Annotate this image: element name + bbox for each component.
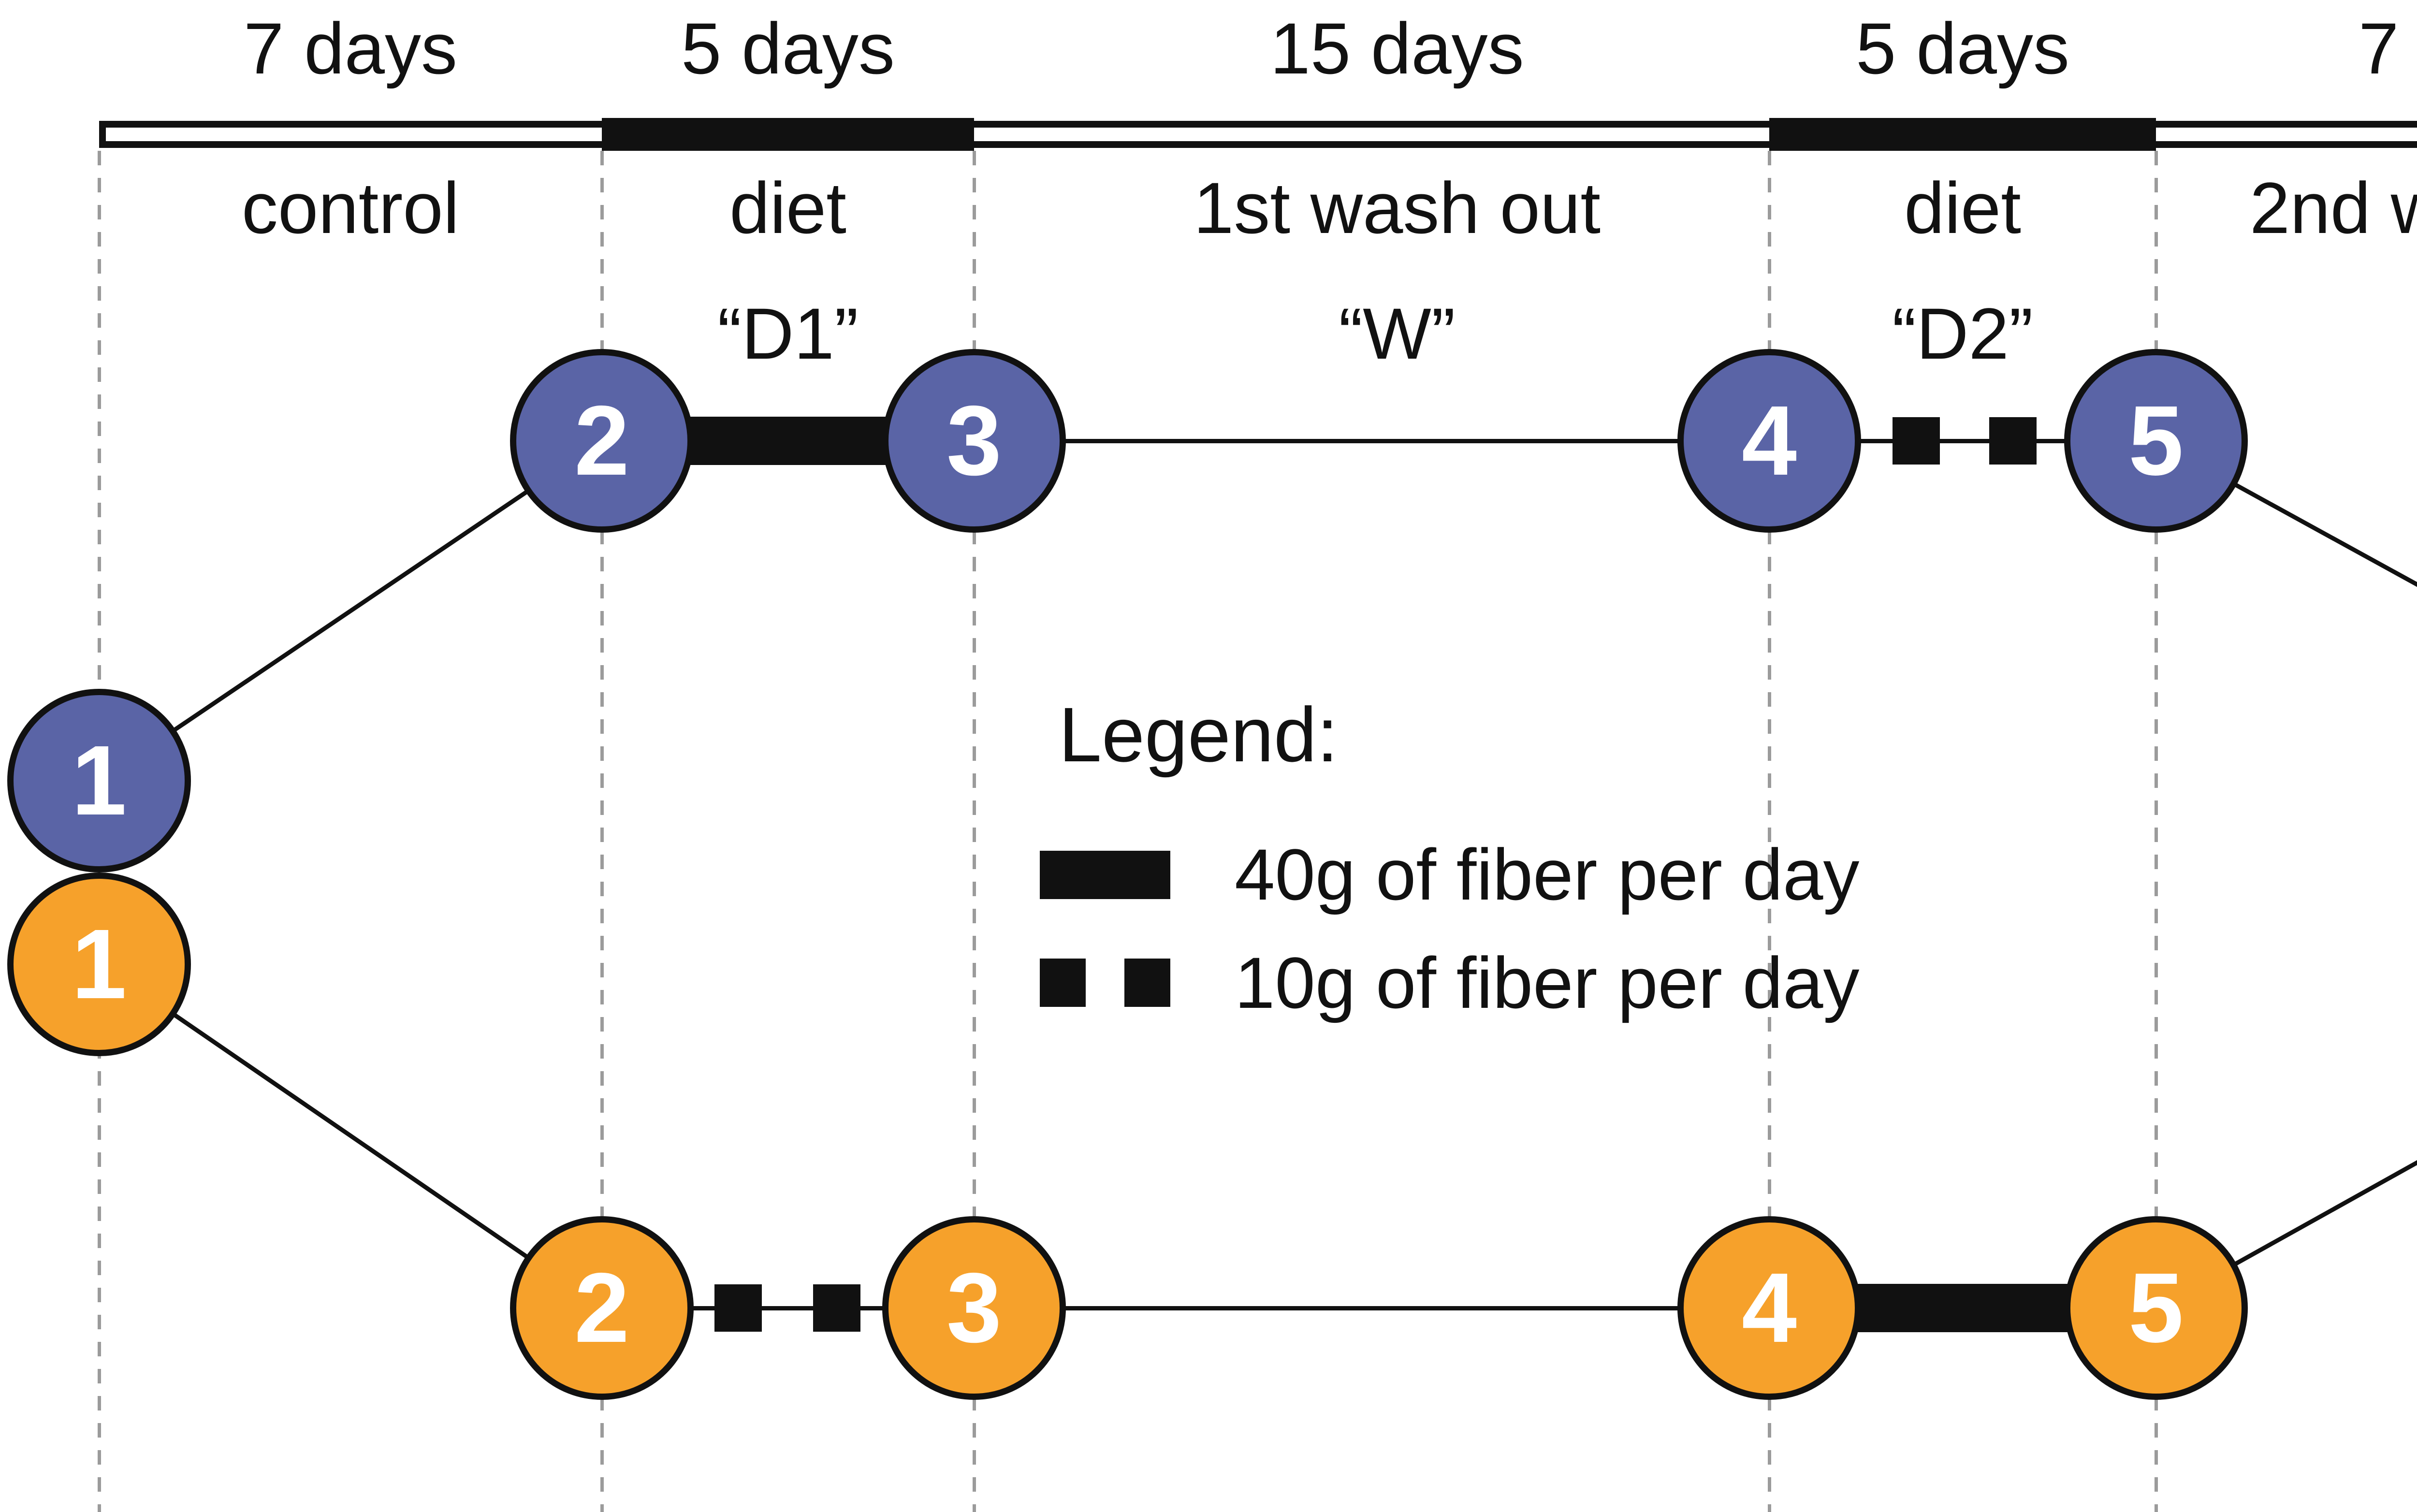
fiber-10g-square (714, 1284, 762, 1332)
node-blue-5: 5 (2064, 349, 2248, 533)
node-orange-4: 4 (1677, 1216, 1861, 1400)
phase-name-label: 2nd wash out (2249, 167, 2417, 248)
phase-boundary-guide (1768, 151, 1771, 1512)
fiber-10g-square (1989, 417, 2037, 465)
phase-code-label: “D2” (1892, 293, 2033, 374)
phase-name-label: 1st wash out (1193, 167, 1601, 248)
phase-boundary-guide (2155, 151, 2158, 1512)
phase-duration-label: 15 days (1270, 8, 1524, 89)
node-orange-2: 2 (510, 1216, 694, 1400)
node-orange-3: 3 (882, 1216, 1066, 1400)
edge-line (602, 1306, 1769, 1310)
node-blue-3: 3 (882, 349, 1066, 533)
node-blue-2: 2 (510, 349, 694, 533)
phase-duration-label: 5 days (1856, 8, 2069, 89)
legend-title: Legend: (1059, 691, 1339, 778)
phase-name-label: diet (1904, 167, 2021, 248)
timeline-diet-fill (1769, 118, 2156, 151)
phase-duration-label: 7 days (2359, 8, 2417, 89)
node-orange-1: 1 (7, 872, 191, 1056)
phase-code-label: “D1” (717, 293, 859, 374)
phase-boundary-guide (600, 151, 604, 1512)
phase-duration-label: 7 days (244, 8, 457, 89)
node-blue-4: 4 (1677, 349, 1861, 533)
node-blue-1: 1 (7, 689, 191, 872)
fiber-10g-square (813, 1284, 860, 1332)
legend-10g-swatch (1040, 959, 1086, 1007)
legend-40g-label: 40g of fiber per day (1235, 834, 1860, 915)
phase-name-label: control (241, 167, 460, 248)
phase-boundary-guide (973, 151, 976, 1512)
phase-name-label: diet (729, 167, 846, 248)
legend-10g-label: 10g of fiber per day (1235, 942, 1860, 1023)
timeline-diet-fill (602, 118, 974, 151)
node-orange-5: 5 (2064, 1216, 2248, 1400)
legend-40g-swatch (1040, 851, 1170, 899)
phase-code-label: “W” (1339, 293, 1456, 374)
edge-line (974, 439, 2156, 443)
phase-duration-label: 5 days (681, 8, 895, 89)
legend-10g-swatch (1124, 959, 1170, 1007)
fiber-10g-square (1893, 417, 1940, 465)
